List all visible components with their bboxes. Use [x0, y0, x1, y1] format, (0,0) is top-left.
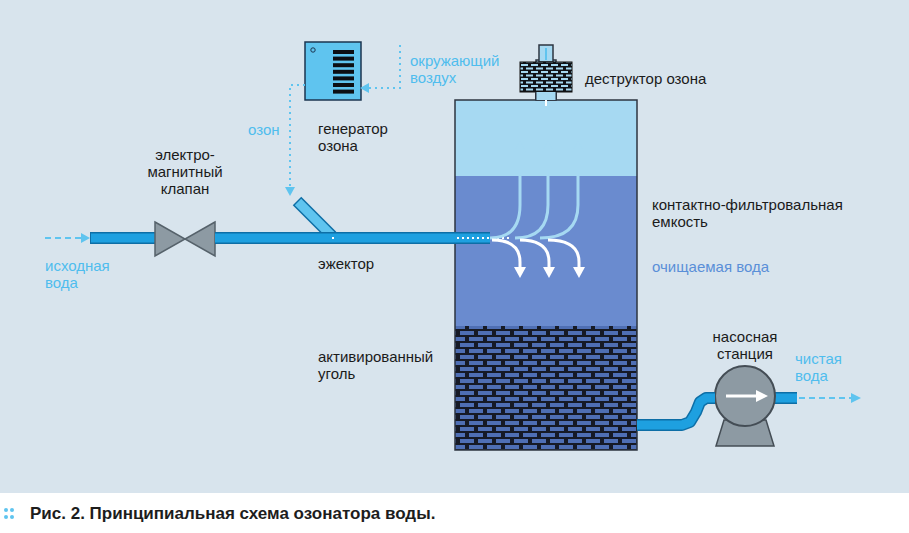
neck [546, 92, 547, 100]
pipe [91, 234, 158, 243]
pipe [215, 238, 286, 239]
outlet-label: чистая вода [795, 350, 865, 384]
outlet [539, 45, 553, 62]
arrow-head [756, 390, 768, 402]
pipe [90, 232, 158, 244]
valve-symbol [185, 222, 215, 256]
node-label: электро-магнитный клапан [141, 146, 229, 197]
tank-air [455, 100, 637, 176]
flow-arrow [799, 397, 852, 399]
pipe [284, 234, 340, 243]
arrow-head [851, 393, 861, 403]
ozone-bubbles [332, 237, 512, 239]
edge-label: озон [248, 121, 280, 138]
node-label: деструктор озона [585, 70, 755, 87]
air-label: окружающий воздух [410, 52, 510, 86]
node-label: генератор озона [318, 120, 408, 154]
flow-arrow [45, 237, 82, 239]
node-label: эжектор [318, 255, 408, 272]
valve-symbol [155, 222, 185, 256]
gas-arrows [490, 150, 578, 238]
generator-box [305, 42, 361, 100]
background [0, 0, 909, 493]
outlet-pipe [637, 398, 715, 425]
arrow-head [81, 233, 90, 243]
gas-arrow [545, 48, 547, 60]
destructor-block [520, 62, 572, 92]
tank-outline [455, 100, 637, 450]
inlet-label: исходная вода [45, 257, 130, 291]
arrow-head [360, 83, 369, 93]
vent-bars [333, 50, 354, 94]
node-label: контактно-фильтровальная емкость [652, 196, 867, 230]
ejector-stub [298, 202, 332, 236]
caption-dots [4, 508, 14, 519]
activated-carbon: активированный уголь [455, 326, 637, 450]
carbon-layer [455, 326, 637, 450]
pump-symbol [715, 366, 775, 426]
node-label: активированный уголь [318, 348, 450, 382]
indicator [311, 48, 315, 52]
solenoid-valve: электро-магнитный клапан [155, 222, 215, 256]
ejector: эжектор [286, 196, 336, 246]
node-label: насосная станция [700, 328, 790, 362]
air-flow [368, 45, 400, 88]
arrow-heads [514, 267, 585, 278]
arrow-heads [514, 141, 584, 152]
pump-station: насосная станция [715, 366, 775, 426]
figure-caption: Рис. 2. Принципиальная схема озонатора в… [30, 504, 435, 524]
pipe [284, 232, 340, 244]
pump-arrow [726, 395, 757, 398]
contact-tank: контактно-фильтровальная емкостьочищаема… [455, 100, 637, 450]
ejector-stub [297, 201, 332, 236]
node-label: очищаемая вода [652, 258, 832, 275]
gas-arrow [545, 100, 547, 106]
ozone-line [285, 85, 305, 196]
water-arrows [492, 240, 579, 268]
ozone-generator: генератор озона [305, 42, 361, 100]
tank-water [455, 176, 637, 326]
pipe [336, 238, 455, 239]
ozone-destructor: деструктор озона [520, 62, 572, 92]
